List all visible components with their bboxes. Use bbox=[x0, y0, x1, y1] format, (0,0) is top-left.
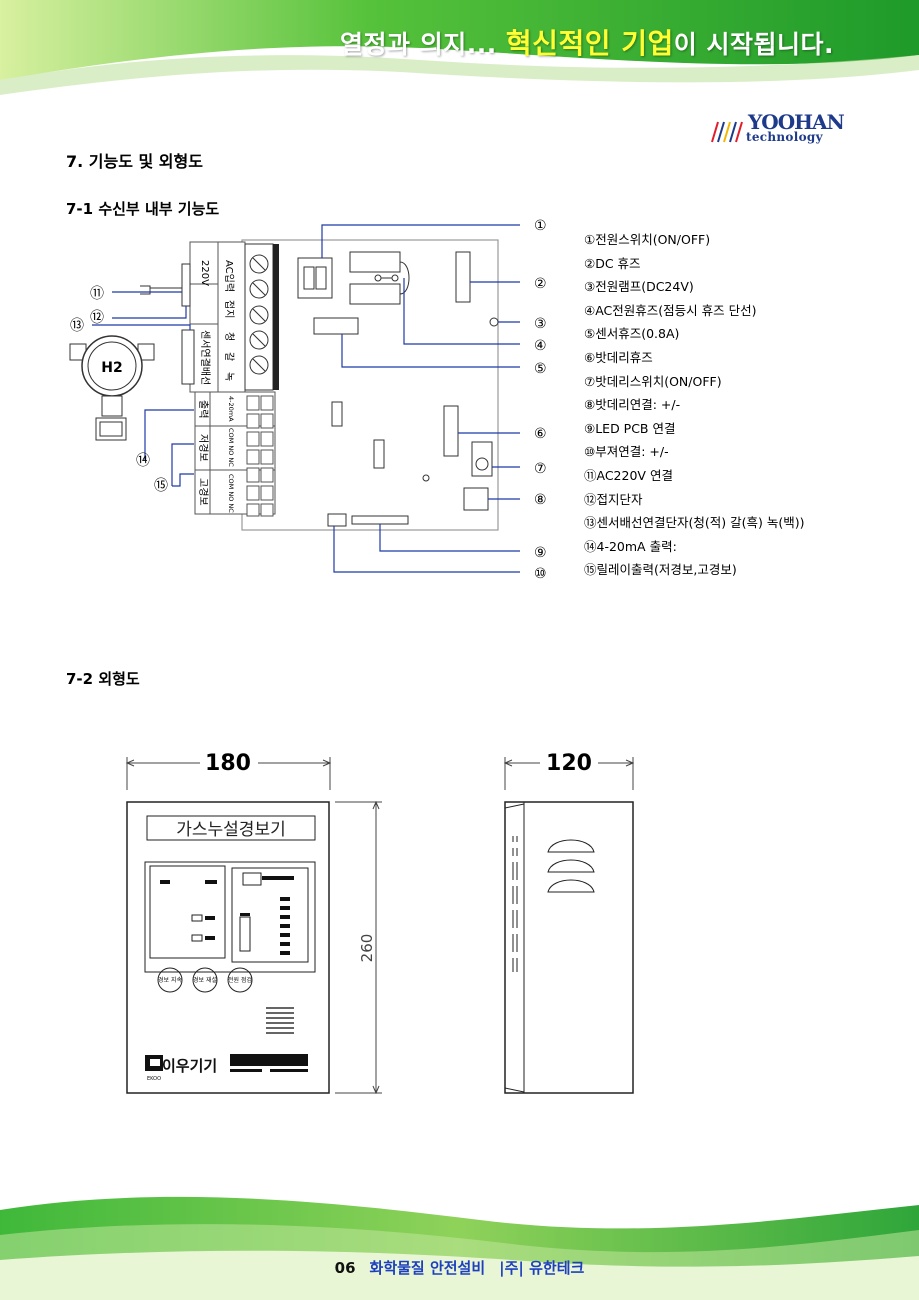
label-relay-contacts-high: COM NO NC bbox=[227, 474, 235, 513]
legend-item: ②DC 휴즈 bbox=[584, 255, 641, 271]
function-diagram: AC입력 220V 접지 센서연결배선 청 갈 녹 출력 저경보 고경보 4-2… bbox=[69, 218, 547, 582]
callout-14: ⑭ bbox=[136, 453, 150, 469]
battery-connector bbox=[463, 487, 489, 511]
power-switch bbox=[297, 257, 333, 299]
speaker-grille bbox=[266, 1007, 294, 1034]
gas-sensor-icon bbox=[69, 335, 155, 441]
callout-5: ⑤ bbox=[534, 361, 547, 377]
logo-text: YOOHAN bbox=[748, 110, 845, 134]
callout-1: ① bbox=[534, 218, 547, 234]
dim-depth: 120 bbox=[546, 751, 592, 776]
label-low-alarm: 저경보 bbox=[197, 434, 210, 462]
legend-item: ①전원스위치(ON/OFF) bbox=[584, 232, 711, 247]
legend-item: ⑮릴레이출력(저경보,고경보) bbox=[584, 562, 737, 578]
legend-item: ⑤센서휴즈(0.8A) bbox=[584, 326, 680, 342]
ac-fuse-holder bbox=[349, 251, 401, 273]
footer-text-2: |주| 유한테크 bbox=[499, 1259, 585, 1277]
led-pcb-connector bbox=[351, 515, 409, 525]
legend-item: ⑥밧데리휴즈 bbox=[584, 349, 653, 365]
callout-15: ⑮ bbox=[154, 478, 168, 494]
legend-item: ④AC전원휴즈(점등시 휴즈 단선) bbox=[584, 302, 757, 318]
label-output: 출력 bbox=[197, 400, 209, 418]
callout-10: ⑩ bbox=[534, 566, 547, 582]
front-btn-1: 경보 지속 bbox=[158, 976, 182, 984]
front-brand-sub: EKOO bbox=[147, 1076, 161, 1082]
legend-item: ⑧밧데리연결: +/- bbox=[584, 397, 681, 413]
label-blue: 청 bbox=[223, 332, 235, 341]
header-slogan: 열정과 의지... 혁신적인 기업이 시작됩니다. bbox=[340, 27, 834, 60]
callout-12: ⑫ bbox=[90, 310, 104, 326]
footer-banner bbox=[0, 1196, 919, 1300]
callout-2: ② bbox=[534, 276, 547, 292]
battery-fuse bbox=[443, 405, 459, 457]
callout-3: ③ bbox=[534, 316, 547, 332]
legend-item: ⑫접지단자 bbox=[584, 491, 643, 507]
callout-4: ④ bbox=[534, 338, 547, 354]
sensor-label: H2 bbox=[101, 360, 122, 376]
legend-item: ⑩부져연결: +/- bbox=[584, 444, 669, 460]
front-view bbox=[126, 801, 330, 1094]
callout-11: ⑪ bbox=[90, 286, 104, 302]
front-btn-2: 경보 재설 bbox=[193, 976, 217, 984]
label-4-20ma: 4-20mA bbox=[227, 396, 235, 422]
buzzer-connector bbox=[327, 513, 347, 527]
outline-drawing: 180 120 260 bbox=[125, 751, 635, 1095]
label-sensor-wiring: 센서연결배선 bbox=[199, 330, 211, 385]
callout-13: ⑬ bbox=[70, 318, 84, 334]
legend-item: ⑬센서배선연결단자(청(적) 갈(흑) 녹(백)) bbox=[584, 515, 805, 531]
dim-height: 260 bbox=[358, 934, 376, 963]
side-view bbox=[504, 801, 634, 1094]
callout-8: ⑧ bbox=[534, 492, 547, 508]
legend-item: ⑪AC220V 연결 bbox=[584, 467, 673, 483]
callout-7: ⑦ bbox=[534, 461, 547, 477]
label-220v: 220V bbox=[199, 260, 210, 286]
page-number: 06 bbox=[334, 1259, 356, 1277]
legend-item: ⑦밧데리스위치(ON/OFF) bbox=[584, 373, 722, 389]
callout-9: ⑨ bbox=[534, 545, 547, 561]
label-brown: 갈 bbox=[223, 352, 236, 361]
sensor-fuse bbox=[313, 317, 359, 335]
brand-logo-icon bbox=[145, 1055, 163, 1071]
logo-subtext: technology bbox=[746, 130, 823, 144]
legend-item: ⑭4-20mA 출력: bbox=[584, 538, 677, 554]
legend-item: ③전원램프(DC24V) bbox=[584, 279, 694, 295]
header-banner bbox=[0, 0, 919, 95]
label-high-alarm: 고경보 bbox=[197, 478, 210, 506]
callout-6: ⑥ bbox=[534, 426, 547, 442]
footer: 06 화학물질 안전설비 |주| 유한테크 bbox=[0, 1257, 919, 1278]
front-title: 가스누설경보기 bbox=[176, 820, 285, 840]
dc-fuse bbox=[455, 251, 471, 303]
label-ac-input: AC입력 bbox=[223, 260, 236, 292]
section-title: 7. 기능도 및 외형도 bbox=[66, 152, 203, 171]
footer-text-1: 화학물질 안전설비 bbox=[369, 1259, 486, 1277]
screw-terminals bbox=[244, 243, 279, 391]
subsection-title-diagram: 7-1 수신부 내부 기능도 bbox=[66, 200, 220, 218]
label-ground: 접지 bbox=[223, 300, 235, 318]
label-green: 녹 bbox=[223, 372, 235, 381]
dim-width: 180 bbox=[205, 751, 251, 776]
subsection-title-outline: 7-2 외형도 bbox=[66, 670, 140, 688]
dc-fuse-holder-2 bbox=[349, 283, 401, 305]
front-brand: 이우기기 bbox=[162, 1057, 217, 1075]
logo-stripes-icon bbox=[711, 121, 743, 143]
company-logo: YOOHAN technology bbox=[708, 110, 853, 150]
front-btn-3: 전원 점검 bbox=[228, 976, 252, 984]
legend-list: ①전원스위치(ON/OFF) ②DC 휴즈 ③전원램프(DC24V) ④AC전원… bbox=[584, 228, 884, 582]
power-lamp bbox=[489, 317, 499, 327]
legend-item: ⑨LED PCB 연결 bbox=[584, 420, 676, 436]
label-relay-contacts-low: COM NO NC bbox=[227, 428, 235, 467]
